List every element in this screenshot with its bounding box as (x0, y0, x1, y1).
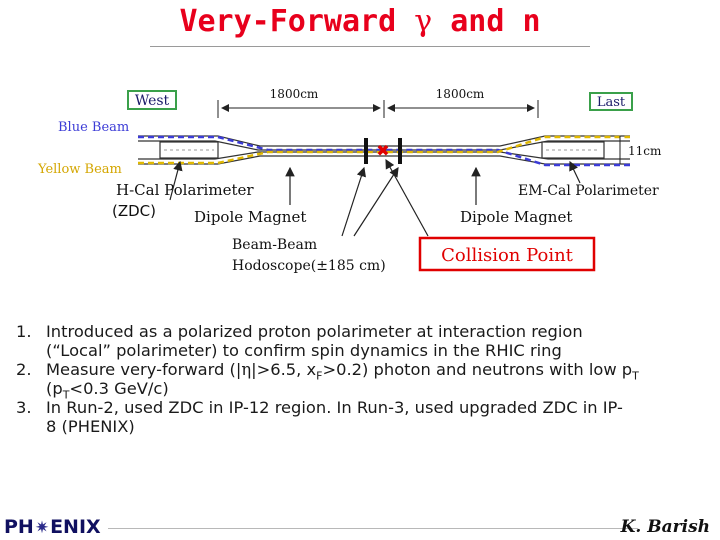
phoenix-star-icon: ✷ (34, 518, 50, 538)
bullet-3-line-2: 8 (PHENIX) (46, 417, 135, 436)
subscript-t: T (632, 369, 639, 383)
west-label: West (135, 93, 170, 109)
blue-beam-path (138, 135, 630, 167)
bullet-2-text: >0.2) photon and neutrons with low p (322, 360, 633, 379)
bullet-3-line-1: In Run-2, used ZDC in IP-12 region. In R… (46, 398, 623, 417)
bullet-number: 1. (16, 322, 32, 341)
subscript-f: F (316, 369, 323, 383)
collision-point-box (418, 236, 596, 272)
zdc-label: (ZDC) (112, 202, 156, 220)
bullet-2-text: <0.3 GeV/c) (69, 379, 169, 398)
phenix-logo: PH✷ENIX (4, 516, 101, 538)
logo-text-left: PH (4, 516, 34, 538)
dipole-magnet-right-label: Dipole Magnet (460, 208, 572, 226)
west-label-box (127, 90, 177, 110)
yellow-beam-path (138, 135, 630, 165)
title-text-suffix: and n (432, 4, 541, 39)
bullet-2-text: |>6.5, x (251, 360, 317, 379)
left-distance-label: 1800cm (270, 87, 319, 101)
author-signature: K. Barish (620, 517, 710, 537)
blue-beam-label: Blue Beam (58, 120, 129, 135)
arrow-collision-point (385, 158, 429, 237)
bullet-number: 2. (16, 360, 32, 379)
hcal-polarimeter-label: H-Cal Polarimeter (116, 181, 254, 199)
bullet-2-text: Measure very-forward (| (46, 360, 242, 379)
title-underline (150, 46, 590, 47)
east-label-box (589, 92, 633, 111)
arrow-bbc-left (341, 166, 366, 237)
arrow-bbc-right (353, 166, 399, 237)
gap-label: 11cm (628, 144, 662, 158)
bullet-number: 3. (16, 398, 32, 417)
bullet-2-text: (p (46, 379, 63, 398)
yellow-beam-label: Yellow Beam (37, 162, 122, 177)
footer-divider (108, 528, 638, 529)
collision-marker: ✖ (376, 141, 389, 160)
bullet-list: 1. Introduced as a polarized proton pola… (16, 322, 706, 436)
bbc-label-line2: Hodoscope(±185 cm) (232, 258, 386, 274)
subscript-t: T (62, 388, 70, 402)
right-distance-label: 1800cm (436, 87, 485, 101)
title-text-prefix: Very-Forward (179, 4, 415, 39)
bullet-1-line-2: (“Local” polarimeter) to confirm spin dy… (46, 341, 562, 360)
bullet-item-3: 3. In Run-2, used ZDC in IP-12 region. I… (16, 398, 706, 436)
emcal-polarimeter-label: EM-Cal Polarimeter (518, 183, 659, 199)
arrow-emcal (569, 160, 581, 184)
bbc-label-line1: Beam-Beam (232, 237, 317, 253)
bullet-item-1: 1. Introduced as a polarized proton pola… (16, 322, 706, 360)
collision-point-label: Collision Point (441, 245, 574, 266)
logo-text-right: ENIX (50, 516, 101, 538)
title-gamma-symbol: γ (414, 4, 433, 39)
bullet-item-2: 2. Measure very-forward (|η|>6.5, xF>0.2… (16, 360, 706, 402)
eta-symbol: η (241, 360, 252, 379)
dipole-magnet-left-label: Dipole Magnet (194, 208, 306, 226)
slide-title: Very-Forward γ and n (0, 4, 720, 39)
east-label: Last (597, 95, 626, 110)
arrow-hcal (169, 160, 183, 201)
bullet-1-line-1: Introduced as a polarized proton polarim… (46, 322, 583, 341)
